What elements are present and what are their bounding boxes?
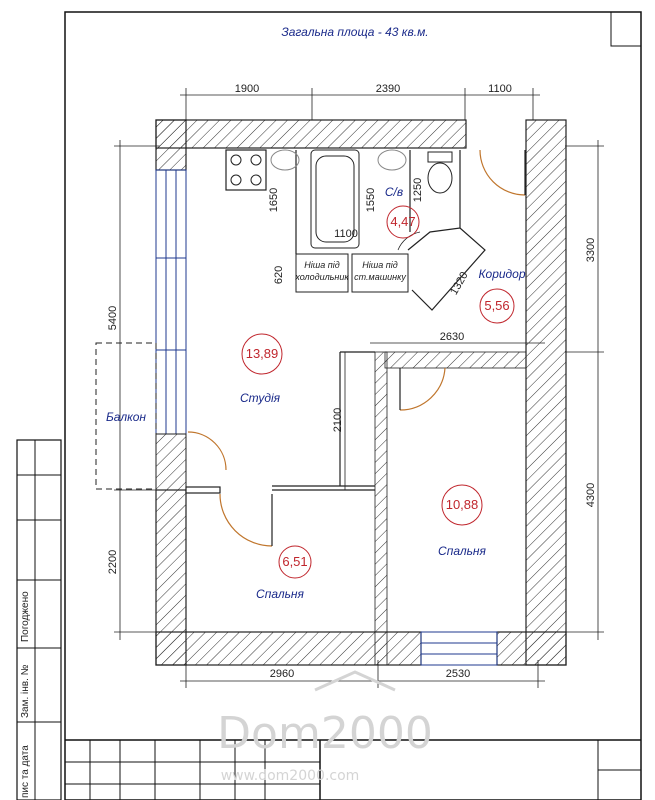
balcony-label: Балкон <box>106 410 146 424</box>
interior-walls <box>185 150 461 494</box>
watermark: Dom2000 www.dom2000.com <box>217 670 433 784</box>
watermark-logo: Dom2000 <box>217 708 433 759</box>
stamp-sign-date: пис та дата <box>20 745 31 798</box>
left-stamp-strip: Погоджено Зам. інв. № пис та дата <box>16 439 62 800</box>
stove <box>225 149 267 191</box>
dim-top-1: 1900 <box>235 83 259 95</box>
dim-inner-1100: 1100 <box>334 228 358 240</box>
dim-top-2: 2390 <box>376 83 400 95</box>
dim-top-3: 1100 <box>488 83 512 95</box>
washer-niche: Ніша під ст.машинку <box>351 253 409 293</box>
sheet-frame <box>64 11 642 800</box>
sink-bathroom <box>377 149 407 171</box>
stamp-inv-no: Зам. інв. № <box>20 664 31 718</box>
room-bedroom-small-area: 6,51 <box>282 554 307 569</box>
dim-inner-2100: 2100 <box>332 408 344 432</box>
room-bathroom-area: 4,47 <box>390 214 415 229</box>
corner-stamp-box <box>610 11 642 47</box>
room-bedroom-small: 6,51 Спальня <box>256 545 312 601</box>
bottom-window <box>420 631 498 666</box>
room-bedroom-small-name: Спальня <box>256 587 304 601</box>
svg-text:Ніша під: Ніша під <box>362 260 397 270</box>
total-area-title: Загальна площа - 43 кв.м. <box>281 25 428 39</box>
room-studio-area: 13,89 <box>246 346 279 361</box>
balcony-outline <box>95 342 157 490</box>
room-studio: 13,89 Студія <box>240 333 283 405</box>
balcony-window <box>155 169 187 435</box>
dim-inner-1250: 1250 <box>412 178 424 202</box>
dim-inner-2630: 2630 <box>440 331 464 343</box>
dim-inner-620: 620 <box>273 266 285 284</box>
svg-text:Ніша під: Ніша під <box>304 260 339 270</box>
bathtub <box>310 149 360 249</box>
sink-kitchen <box>270 149 300 171</box>
stamp-agreed: Погоджено <box>20 591 31 642</box>
watermark-roof-icon <box>314 670 396 692</box>
bathroom-angled-wall <box>397 227 486 311</box>
wall-segment-balcony-door <box>155 433 187 491</box>
dim-left-bottom: 2200 <box>107 550 119 574</box>
dim-bottom-1: 2960 <box>270 668 294 680</box>
exterior-walls <box>155 119 567 666</box>
room-corridor-name: Коридор <box>478 267 525 281</box>
dim-right-top: 3300 <box>585 238 597 262</box>
dim-inner-1320: 1320 <box>448 270 471 297</box>
dim-inner-1650: 1650 <box>268 188 280 212</box>
dimension-lines <box>114 88 604 688</box>
room-corridor-area: 5,56 <box>484 298 509 313</box>
room-corridor: Коридор 5,56 <box>478 267 526 324</box>
dim-bottom-2: 2530 <box>446 668 470 680</box>
room-bathroom: С/в 4,47 <box>385 185 420 239</box>
room-studio-name: Студія <box>240 391 281 405</box>
toilet <box>427 151 453 194</box>
room-bathroom-name: С/в <box>385 185 403 199</box>
room-bedroom-large-name: Спальня <box>438 544 486 558</box>
svg-text:холодильник: холодильник <box>294 272 349 282</box>
dim-inner-1550: 1550 <box>365 188 377 212</box>
room-bedroom-large-area: 10,88 <box>446 497 479 512</box>
watermark-url: www.dom2000.com <box>221 768 360 784</box>
dim-right-bottom: 4300 <box>585 483 597 507</box>
fridge-niche: Ніша під холодильник <box>294 253 349 293</box>
bottom-title-block <box>65 739 641 800</box>
svg-text:ст.машинку: ст.машинку <box>354 272 406 282</box>
dim-left-top: 5400 <box>107 306 119 330</box>
door-swings <box>187 149 526 547</box>
room-bedroom-large: 10,88 Спальня <box>438 484 487 558</box>
